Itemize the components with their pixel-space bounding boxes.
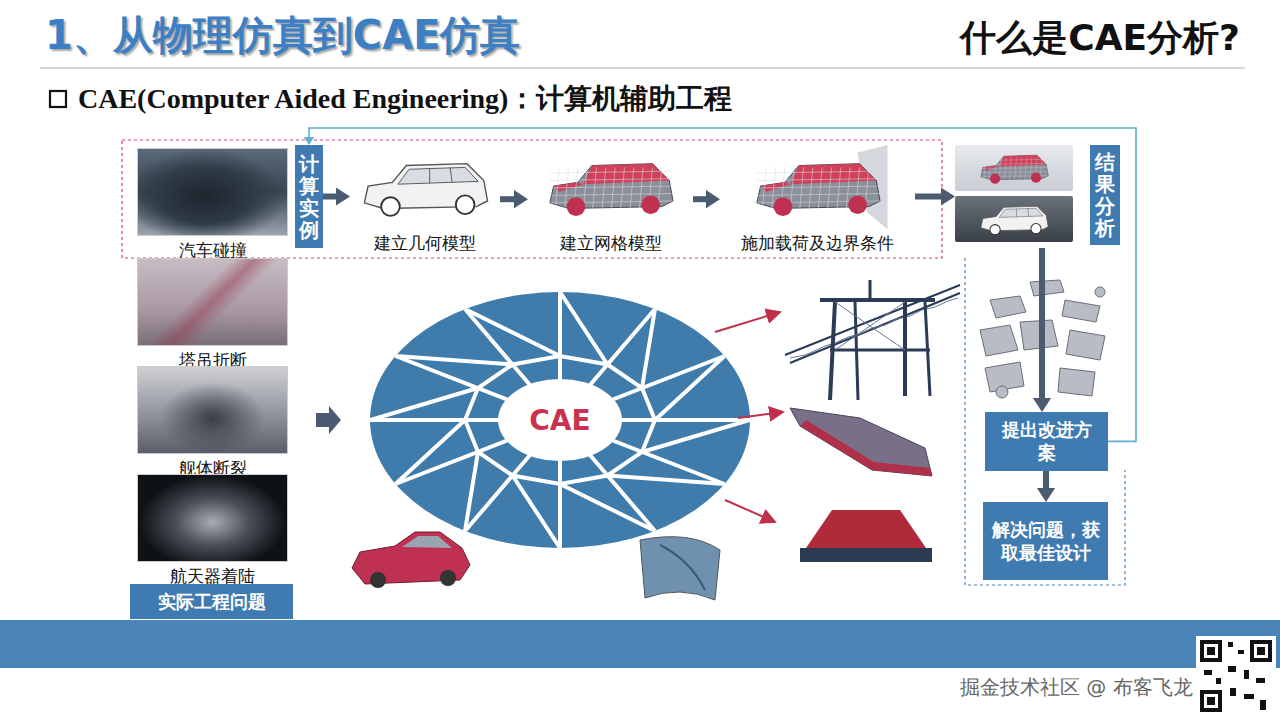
arrowhead [514,190,528,208]
connector [304,128,1136,441]
photo-card: 塔吊折断 [135,256,290,370]
process-box: 提出改进方案 [985,412,1108,471]
arrowhead [941,187,955,205]
caption: 施加载荷及边界条件 [720,233,915,253]
step-card: 建立网格模型 [528,145,693,253]
red-arrows [715,312,783,522]
connector [323,187,350,205]
step-card: 建立几何模型 [350,145,500,253]
connector [500,190,528,208]
result-image [955,145,1073,191]
checkbox [50,91,66,107]
vertical-text: 计算实例 [299,153,319,241]
bottom-band [0,620,1280,668]
arrowhead [1033,398,1051,412]
connector [1033,248,1051,412]
process-box: 实际工程问题 [130,584,293,619]
flow-arrow [316,406,341,434]
center-circle: CAE [498,379,622,461]
subtitle: CAE(Computer Aided Engineering)：计算机辅助工程 [78,80,732,118]
qr-code [1196,636,1276,716]
connector [1037,471,1055,502]
header-label: 什么是CAE分析? [960,14,1240,63]
car-model [720,145,915,229]
photo [137,148,288,236]
step-label: 结果分析 [1090,145,1120,245]
step-label: 计算实例 [295,145,323,248]
slide-title: 1、从物理仿真到CAE仿真 [45,8,520,63]
photo-card: 航天器着陆 [135,472,290,586]
connector-line [309,128,1136,441]
arrowhead [336,187,350,205]
arrowhead [1037,488,1055,502]
small-car-model [352,532,470,588]
arrowhead [304,137,314,145]
connector-line [915,194,945,200]
photo [137,258,288,346]
ship-model [790,408,932,476]
header-rule [40,67,1245,69]
cae-ellipse [370,292,750,548]
pipe-model [640,537,720,600]
box-text: 提出改进方案 [993,418,1100,465]
car-model [350,145,500,229]
connector [915,187,955,205]
car-model [528,145,693,229]
cone-model [800,510,932,562]
box-text: 实际工程问题 [158,590,266,613]
connector [693,190,720,208]
result-images [955,145,1073,248]
step-card: 施加载荷及边界条件 [720,145,915,253]
box-text: CAE [529,404,590,437]
watermark: 掘金技术社区 @ 布客飞龙 [960,674,1193,701]
caption: 建立网格模型 [528,233,693,253]
box-text: 解决问题，获取最佳设计 [991,518,1100,565]
result-group: 结果分析 [955,145,1120,248]
photo-card: 舰体断裂 [135,364,290,478]
crane-model [785,280,960,400]
caption: 建立几何模型 [350,233,500,253]
arrowhead [706,190,720,208]
result-image [955,196,1073,242]
process-box: 解决问题，获取最佳设计 [983,502,1108,580]
connector-line [1039,248,1045,402]
photo [137,366,288,454]
photo-card: 汽车碰撞 [135,146,290,260]
photo [137,474,288,562]
